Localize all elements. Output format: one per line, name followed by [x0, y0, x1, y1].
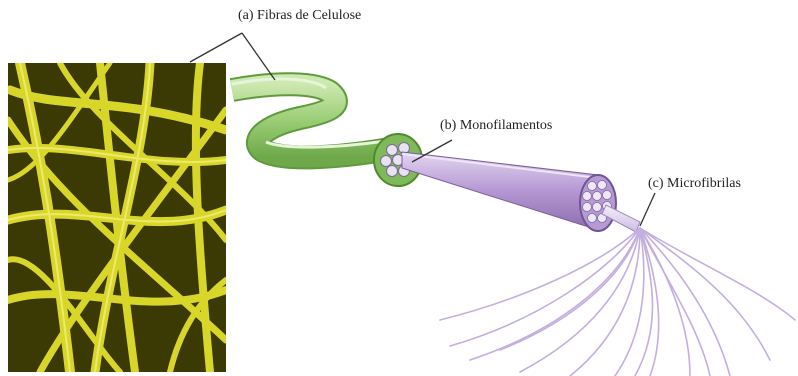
micrograph-image [8, 63, 226, 372]
label-monofilaments: (b) Monofilamentos [440, 118, 552, 134]
cellulose-fiber-tube [232, 79, 395, 157]
label-microfibrils: (c) Microfibrilas [648, 176, 741, 192]
monofilament-cone [402, 152, 616, 231]
label-cellulose-fibers: (a) Fibras de Celulose [238, 8, 361, 24]
leader-line-c [640, 193, 655, 226]
leader-line-a-right [242, 33, 275, 80]
microfibril-strands [440, 228, 795, 376]
leader-line-a-left [190, 33, 242, 62]
